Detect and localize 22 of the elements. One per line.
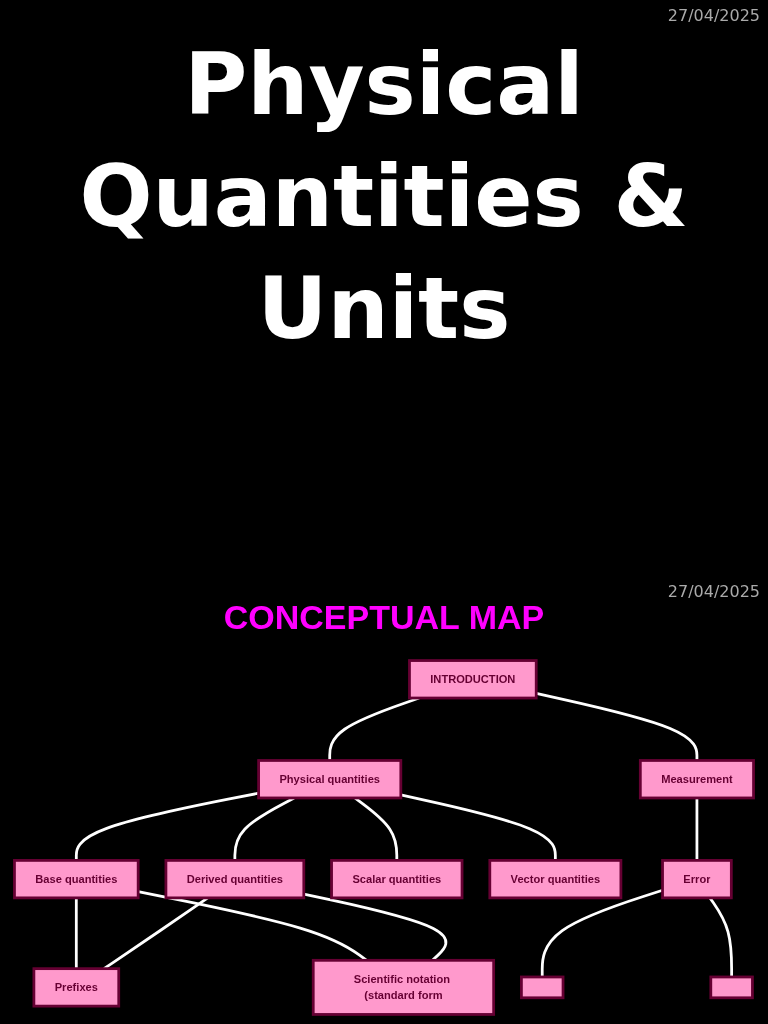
node-box: Physical quantities [257,759,403,800]
node-box: INTRODUCTION [408,659,538,700]
node-box: Scalar quantities [330,859,464,900]
connector [540,888,663,977]
node-box: Derived quantities [164,859,306,900]
map-heading: CONCEPTUAL MAP [222,598,546,637]
node-box: Vector quantities [488,859,623,900]
node-box: Error [661,859,733,900]
node-box: Prefixes [32,967,121,1008]
slide-title: Physical Quantities & Units [78,33,690,360]
node-box [709,975,754,1000]
date-text: 27/04/2025 [667,582,760,601]
connector [74,791,259,861]
node-box: Base quantities [13,859,140,900]
node-box: Scientific notation (standard form [311,958,496,1016]
connector [74,897,78,969]
node-box [520,975,565,1000]
connector [400,793,557,861]
connector [695,797,699,861]
node-box: Measurement [638,759,755,800]
connector [708,897,733,977]
date-text: 27/04/2025 [667,6,760,25]
